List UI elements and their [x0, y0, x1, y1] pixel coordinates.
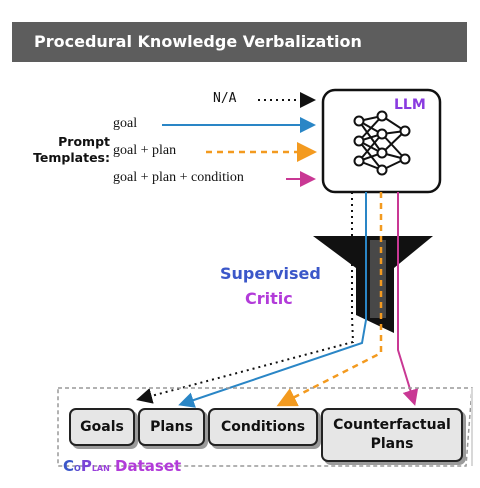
neural-network-icon	[353, 110, 411, 176]
dataset-name-rest: Dataset	[109, 457, 182, 475]
dataset-name: CoPlan Dataset	[63, 457, 181, 475]
dataset-name-c: C	[63, 457, 75, 475]
dataset-name-p: P	[80, 457, 92, 475]
critic-label-line1: Supervised	[220, 264, 321, 283]
goal-output-line	[178, 192, 367, 408]
counterfactual-plans-box: Counterfactual Plans	[321, 408, 463, 462]
prompt-templates-label: Prompt Templates:	[18, 134, 110, 166]
prompt-label-line2: Templates:	[33, 150, 110, 165]
goals-label: Goals	[80, 418, 124, 435]
goal-plan-output-line	[276, 192, 383, 407]
dataset-name-o: o	[74, 460, 81, 474]
plans-box: Plans	[138, 408, 205, 446]
dataset-frame	[57, 387, 473, 467]
goal-plan-condition-output-line	[397, 192, 419, 406]
counterfactual-label-line1: Counterfactual	[333, 417, 451, 433]
dataset-name-lan: lan	[91, 460, 110, 474]
header-title: Procedural Knowledge Verbalization	[34, 32, 362, 51]
header-banner: Procedural Knowledge Verbalization	[12, 22, 467, 62]
counterfactual-label-line2: Plans	[370, 436, 414, 452]
prompt-label-line1: Prompt	[58, 134, 110, 149]
goal-plan-input-label: goal + plan	[113, 143, 177, 158]
critic-label-line2: Critic	[245, 289, 293, 308]
na-output-line	[136, 192, 355, 404]
goals-box: Goals	[69, 408, 135, 446]
funnel-icon	[313, 236, 433, 333]
conditions-box: Conditions	[208, 408, 318, 446]
conditions-label: Conditions	[220, 418, 306, 435]
na-input-label: N/A	[213, 91, 237, 106]
goal-plan-condition-input-label: goal + plan + condition	[113, 170, 244, 185]
goal-input-label: goal	[113, 116, 138, 131]
plans-label: Plans	[150, 418, 193, 435]
llm-label: LLM	[394, 97, 426, 113]
